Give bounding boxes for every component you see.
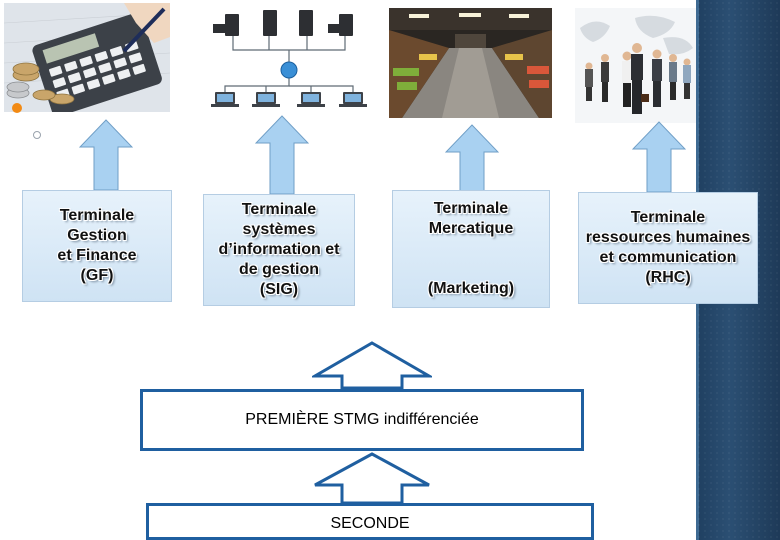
store-aisle-photo [389, 8, 552, 118]
ring-bullet-icon [33, 131, 41, 139]
terminale-sig-box: Terminale systèmes d’information et de g… [203, 194, 355, 306]
terminale-gf-box: Terminale Gestion et Finance (GF) [22, 190, 172, 302]
seconde-label: SECONDE [330, 514, 410, 532]
premiere-label: PREMIÈRE STMG indifférenciée [245, 411, 479, 428]
terminale-sig-label: Terminale systèmes d’information et de g… [218, 201, 340, 298]
business-people-photo [575, 8, 696, 123]
up-arrow-gf [79, 119, 133, 191]
calculator-finance-photo [4, 3, 170, 112]
up-arrow-seconde [314, 452, 430, 505]
side-decorative-panel [696, 0, 780, 540]
terminale-rhc-label: Terminale ressources humaines et communi… [585, 209, 751, 286]
terminale-gf-label: Terminale Gestion et Finance (GF) [57, 207, 137, 284]
terminale-marketing-box: Terminale Mercatique (Marketing) [392, 190, 550, 308]
orange-bullet-icon [12, 103, 22, 113]
terminale-rhc-box: Terminale ressources humaines et communi… [578, 192, 758, 304]
premiere-box: PREMIÈRE STMG indifférenciée [140, 389, 584, 451]
seconde-box: SECONDE [146, 503, 594, 540]
up-arrow-premiere [312, 341, 432, 390]
computer-network-diagram [203, 6, 375, 110]
up-arrow-rhc [632, 121, 686, 193]
up-arrow-sig [255, 115, 309, 195]
up-arrow-marketing [445, 124, 499, 192]
terminale-marketing-label: Terminale Mercatique (Marketing) [427, 200, 515, 297]
